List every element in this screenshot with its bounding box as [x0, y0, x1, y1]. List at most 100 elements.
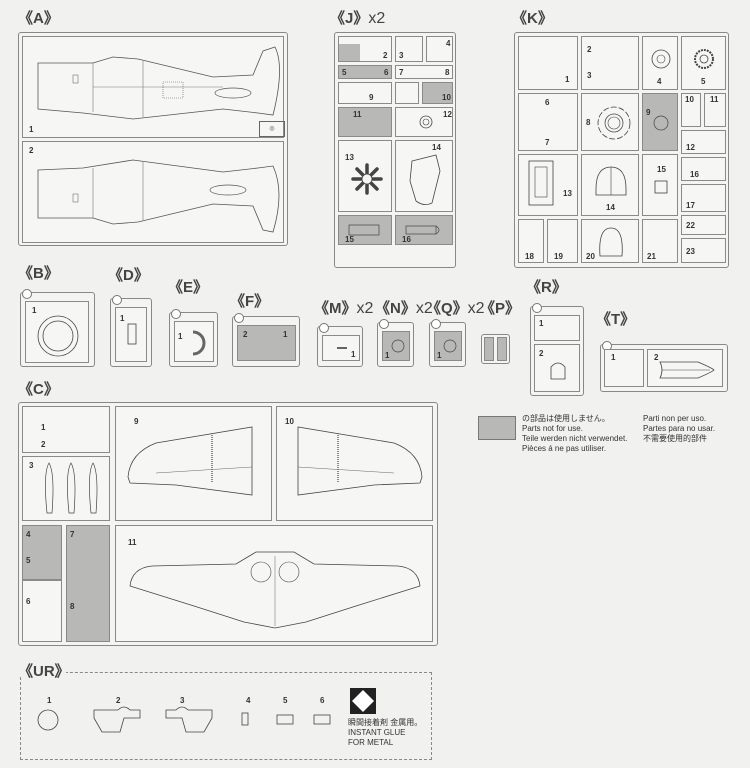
- part-cell-j10: 10: [422, 82, 453, 104]
- part-cell-c3: 3: [22, 456, 110, 521]
- sprue-ur-title-text: 《UR》: [18, 663, 70, 680]
- legend-line: Parts not for use.: [522, 424, 583, 433]
- ring-drawing: [37, 315, 79, 357]
- part-cell-k21: 21: [642, 219, 678, 263]
- part-cell-k22: 22: [681, 215, 726, 235]
- part-number: 10: [685, 95, 694, 104]
- wheel-drawing: [651, 49, 671, 69]
- part-number: 1: [539, 319, 544, 328]
- cockpit-floor-drawing: [528, 160, 554, 206]
- sprue-d-frame: 1: [110, 295, 152, 367]
- part-cell-k19: 19: [547, 219, 578, 263]
- not-used-swatch: [478, 416, 516, 440]
- sprue-r-frame: 1 2: [530, 303, 584, 396]
- part-cell-c10: 10: [276, 406, 433, 521]
- part-drawing: [443, 339, 457, 353]
- part-number: 20: [586, 252, 595, 261]
- part-cell-j2: 2: [338, 36, 392, 62]
- part-cell-a1: 1 ◎: [22, 36, 285, 138]
- part-number: 19: [554, 252, 563, 261]
- cowl-ring-drawing: [597, 106, 631, 140]
- part-number: 13: [563, 189, 572, 198]
- sprue-gate-icon: [532, 303, 542, 313]
- sprue-m-frame: 1: [317, 323, 363, 367]
- part-number: 9: [369, 93, 374, 102]
- wing-left-drawing: [127, 426, 253, 496]
- part-number: 3: [29, 461, 34, 470]
- part-number: 4: [246, 696, 251, 705]
- propeller-blades-drawing: [45, 462, 98, 514]
- part-drawing: [550, 362, 566, 380]
- ur-part-6-drawing: [313, 714, 331, 725]
- part-number: 2: [41, 440, 46, 449]
- part-number: 1: [32, 306, 37, 315]
- ur-part-4-drawing: [241, 712, 249, 726]
- sprue-gate-icon: [234, 313, 244, 323]
- part-cell-j4: 4: [426, 36, 453, 62]
- part-cell-k17: 17: [681, 184, 726, 212]
- part-number: 1: [120, 314, 125, 323]
- part-cell-p-left: [484, 337, 494, 361]
- legend-line: Pièces á ne pas utiliser.: [522, 444, 607, 453]
- part-number: 9: [646, 108, 651, 117]
- glue-line: 瞬間接着剤 金属用。: [348, 718, 423, 727]
- legend-line: Partes para no usar.: [643, 424, 716, 433]
- sprue-k-frame: 1 2 3 4 5 6 7 8 9 10 11 12 13 14 15 16 1…: [514, 32, 729, 268]
- c-ring-drawing: [192, 330, 206, 356]
- part-cell-c7-8: 7 8: [66, 525, 110, 642]
- part-number: 12: [686, 143, 695, 152]
- part-cell-j7-8: 7 8: [395, 65, 453, 79]
- part-cell-j9: 9: [338, 82, 392, 104]
- instant-glue-icon: [350, 688, 376, 714]
- part-number: 4: [26, 530, 31, 539]
- part-number: 6: [545, 98, 550, 107]
- legend-right: Parti non per uso. Partes para no usar. …: [643, 414, 715, 444]
- part-number: 3: [180, 696, 185, 705]
- part-number: 1: [283, 330, 288, 339]
- part-cell-t1: 1: [604, 349, 644, 387]
- part-cell-a2: 2: [22, 141, 284, 243]
- part-number: 21: [647, 252, 656, 261]
- part-drawing: [348, 224, 380, 236]
- part-number: 6: [384, 68, 389, 77]
- part-cell-k13: 13: [518, 154, 578, 216]
- part-number: 3: [399, 51, 404, 60]
- legend-line: Parti non per uso.: [643, 414, 707, 423]
- title-mask: [16, 660, 66, 676]
- part-number: 8: [445, 68, 450, 77]
- sprue-b-frame: 1: [20, 289, 95, 367]
- part-cell-k15: 15: [642, 154, 678, 216]
- sprue-e-frame: 1: [169, 309, 218, 367]
- part-number: 2: [539, 349, 544, 358]
- ur-part-5-drawing: [276, 714, 294, 725]
- part-number: 17: [686, 201, 695, 210]
- sprue-j-frame: 2 3 4 5 6 7 8 9 10 11 12 13 14 15 16: [334, 32, 456, 268]
- part-number: 16: [690, 170, 699, 179]
- sprue-e-title: 《E》: [168, 279, 209, 296]
- fuselage-left-half-drawing: [37, 46, 280, 120]
- part-number: 13: [345, 153, 354, 162]
- glue-note: 瞬間接着剤 金属用。 INSTANT GLUE FOR METAL: [348, 718, 422, 748]
- part-drawing: [337, 347, 347, 349]
- sprue-r-title: 《R》: [526, 279, 567, 296]
- part-cell-n1: 1: [382, 331, 410, 361]
- part-number: 1: [29, 125, 34, 134]
- part-number: 5: [342, 68, 347, 77]
- part-number: 15: [345, 235, 354, 244]
- part-drawing: [391, 339, 405, 353]
- part-cell-p-right: [497, 337, 507, 361]
- part-drawing: [409, 154, 441, 205]
- part-cell-j11: 11: [338, 107, 392, 137]
- part-cell-j16: 16: [395, 215, 453, 245]
- kit-maker-logo: ◎: [259, 121, 285, 137]
- part-number: 1: [41, 423, 46, 432]
- part-number: 11: [710, 95, 719, 104]
- part-cell-k6-7: 6 7: [518, 93, 578, 151]
- part-cell-c11: 11: [115, 525, 433, 642]
- part-number: 5: [283, 696, 288, 705]
- sprue-ur-frame: [20, 672, 432, 760]
- part-number: 1: [385, 351, 390, 360]
- part-cell-k8: 8: [581, 93, 639, 151]
- gear-drawing: [694, 49, 714, 69]
- part-drawing: [127, 323, 137, 345]
